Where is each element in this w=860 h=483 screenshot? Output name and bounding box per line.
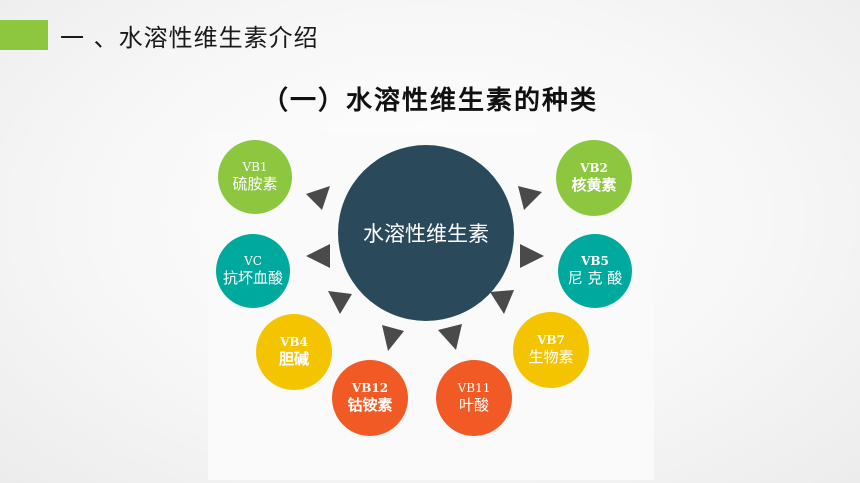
node-name: 核黄素	[571, 176, 617, 195]
node-name: 生物素	[528, 348, 574, 367]
node-vb12: VB12 钴铵素	[332, 360, 408, 436]
arrow-vb11	[438, 324, 462, 350]
arrow-vb5	[520, 244, 544, 268]
node-vb1: VB1 硫胺素	[218, 140, 292, 214]
node-vb7: VB7 生物素	[513, 312, 589, 388]
arrow-vb1	[306, 186, 330, 210]
node-vb11: VB11 叶酸	[436, 360, 512, 436]
center-node: 水溶性维生素	[338, 145, 514, 321]
arrow-vb4	[328, 291, 352, 314]
section-subtitle: （一）水溶性维生素的种类	[261, 86, 598, 116]
node-name: 抗坏血酸	[222, 269, 283, 288]
node-vb5: VB5 尼 克 酸	[558, 234, 632, 308]
node-name: 胆碱	[278, 350, 309, 369]
node-code: VB1	[242, 160, 268, 175]
node-code: VB7	[537, 333, 565, 348]
node-code: VB4	[280, 335, 308, 350]
node-code: VB12	[351, 381, 389, 396]
node-code: VB11	[457, 381, 491, 396]
node-code: VC	[244, 254, 262, 269]
node-vb2: VB2 核黄素	[556, 140, 632, 216]
node-name: 硫胺素	[232, 175, 278, 194]
arrow-vb2	[518, 186, 542, 210]
center-node-label: 水溶性维生素	[363, 222, 489, 246]
slide-title: 一 、水溶性维生素介绍	[60, 24, 319, 52]
node-name: 尼 克 酸	[567, 269, 623, 288]
node-vc: VC 抗坏血酸	[216, 234, 290, 308]
node-name: 钴铵素	[347, 396, 393, 415]
node-name: 叶酸	[458, 396, 489, 415]
header-accent-bar	[0, 20, 48, 50]
node-code: VB5	[581, 254, 609, 269]
node-code: VB2	[580, 161, 608, 176]
arrow-vb12	[382, 325, 404, 351]
arrow-vc	[306, 244, 330, 268]
arrow-vb7	[490, 290, 514, 314]
node-vb4: VB4 胆碱	[256, 314, 332, 390]
